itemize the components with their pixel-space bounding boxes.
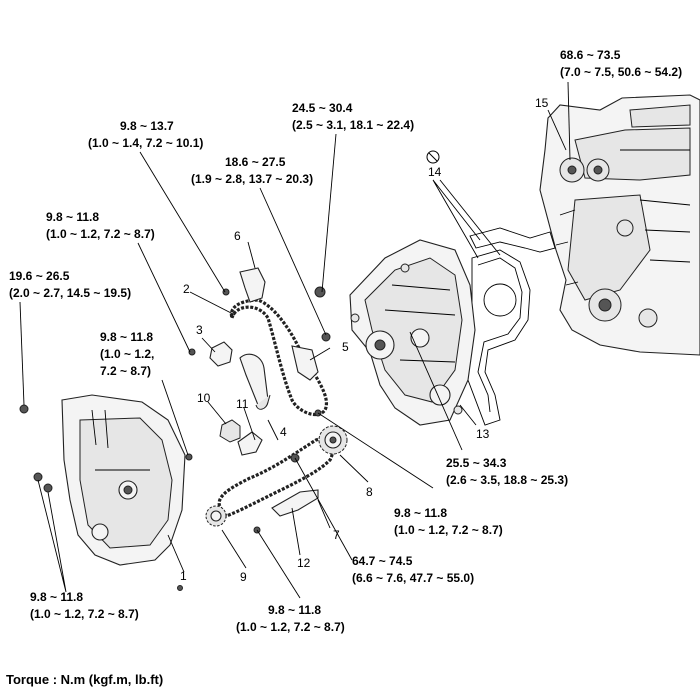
torque-label-6-detail1: (1.0 ~ 1.2, <box>100 347 154 361</box>
leader-lines <box>19 81 571 599</box>
torque-label-3-value: 18.6 ~ 27.5 <box>225 155 286 169</box>
callout-13: 13 <box>476 427 490 441</box>
torque-label-1-detail: (1.0 ~ 1.4, 7.2 ~ 10.1) <box>88 136 203 150</box>
part-callouts: 1 2 3 4 5 6 7 8 9 10 11 12 13 14 15 <box>180 96 549 584</box>
timing-chain-lower <box>217 437 334 518</box>
callout-11: 11 <box>236 397 249 411</box>
torque-label-9-detail: (1.0 ~ 1.2, 7.2 ~ 8.7) <box>394 523 503 537</box>
torque-label-11-detail: (1.0 ~ 1.2, 7.2 ~ 8.7) <box>236 620 345 634</box>
torque-label-2-value: 24.5 ~ 30.4 <box>292 101 353 115</box>
torque-label-10-value: 64.7 ~ 74.5 <box>352 554 413 568</box>
torque-label-7-value: 68.6 ~ 73.5 <box>560 48 621 62</box>
tensioner-illustration <box>185 267 331 534</box>
torque-label-6-detail2: 7.2 ~ 8.7) <box>100 364 151 378</box>
callout-12: 12 <box>297 556 311 570</box>
torque-label-10-detail: (6.6 ~ 7.6, 47.7 ~ 55.0) <box>352 571 474 585</box>
callout-3: 3 <box>196 323 203 337</box>
cam-sprocket-illustration <box>318 425 348 455</box>
timing-cover-illustration <box>349 239 476 426</box>
torque-label-3-detail: (1.9 ~ 2.8, 13.7 ~ 20.3) <box>191 172 313 186</box>
torque-label-12-detail: (1.0 ~ 1.2, 7.2 ~ 8.7) <box>30 607 139 621</box>
torque-label-1-value: 9.8 ~ 13.7 <box>120 119 174 133</box>
torque-label-2-detail: (2.5 ~ 3.1, 18.1 ~ 22.4) <box>292 118 414 132</box>
engine-block-illustration <box>539 94 700 356</box>
torque-label-8-detail: (2.6 ~ 3.5, 18.8 ~ 25.3) <box>446 473 568 487</box>
callout-9: 9 <box>240 570 247 584</box>
crank-sprocket-illustration <box>205 505 227 527</box>
chain-guide-illustration <box>237 345 319 517</box>
torque-label-4-detail: (1.0 ~ 1.2, 7.2 ~ 8.7) <box>46 227 155 241</box>
torque-label-5-detail: (2.0 ~ 2.7, 14.5 ~ 19.5) <box>9 286 131 300</box>
lower-cover-illustration <box>19 394 186 591</box>
callout-8: 8 <box>366 485 373 499</box>
torque-label-7-detail: (7.0 ~ 7.5, 50.6 ~ 54.2) <box>560 65 682 79</box>
callout-4: 4 <box>280 425 287 439</box>
torque-label-11-value: 9.8 ~ 11.8 <box>268 603 321 617</box>
prohibited-circle-icon <box>426 150 440 164</box>
callout-7: 7 <box>333 528 340 542</box>
callout-6: 6 <box>234 229 241 243</box>
torque-label-6-value: 9.8 ~ 11.8 <box>100 330 153 344</box>
callout-15: 15 <box>535 96 549 110</box>
callout-10: 10 <box>197 391 211 405</box>
callout-5: 5 <box>342 340 349 354</box>
torque-units-note: Torque : N.m (kgf.m, lb.ft) <box>6 672 164 687</box>
torque-label-5-value: 19.6 ~ 26.5 <box>9 269 70 283</box>
torque-labels: 9.8 ~ 13.7 (1.0 ~ 1.4, 7.2 ~ 10.1) 24.5 … <box>9 48 682 634</box>
callout-14: 14 <box>428 165 442 179</box>
torque-label-4-value: 9.8 ~ 11.8 <box>46 210 99 224</box>
callout-1: 1 <box>180 569 187 583</box>
torque-label-8-value: 25.5 ~ 34.3 <box>446 456 507 470</box>
gasket-illustration <box>467 227 556 426</box>
torque-label-12-value: 9.8 ~ 11.8 <box>30 590 83 604</box>
torque-label-9-value: 9.8 ~ 11.8 <box>394 506 447 520</box>
callout-2: 2 <box>183 282 190 296</box>
